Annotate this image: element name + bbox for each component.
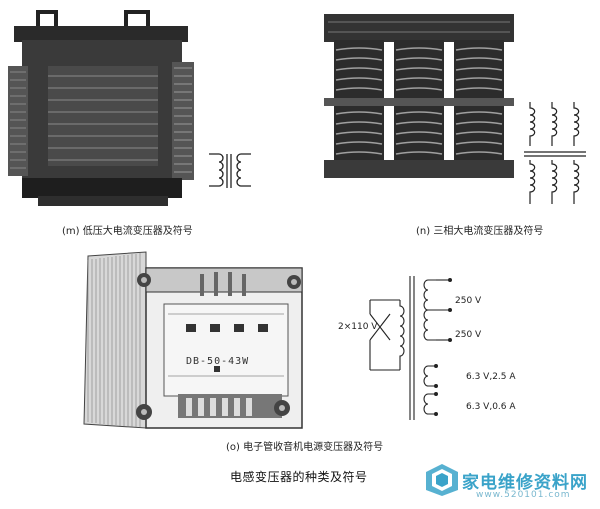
three-phase-transformer-symbol [522,100,590,210]
low-voltage-transformer-symbol [205,150,255,194]
label-heater-2-5a: 6.3 V,2.5 A [466,372,516,382]
low-voltage-transformer-photo [8,6,194,210]
tube-radio-transformer-symbol [340,270,490,430]
watermark-url: www.520101.com [476,490,571,500]
label-heater-0-6a: 6.3 V,0.6 A [466,402,516,412]
figure-caption: 电感变压器的种类及符号 [230,470,368,484]
watermark-logo-icon [424,462,460,496]
panel-n-caption: (n) 三相大电流变压器及符号 [416,226,544,237]
panel-o-caption: (o) 电子管收音机电源变压器及符号 [226,442,384,453]
watermark-text: 家电维修资料网 [462,473,588,493]
nameplate-text: DB-50-43W [186,356,250,367]
panel-m-caption: (m) 低压大电流变压器及符号 [62,226,193,237]
label-primary-voltage: 2×110 V [338,322,378,332]
three-phase-transformer-photo [318,6,522,184]
label-secondary-250v-2: 250 V [455,330,482,340]
label-secondary-250v-1: 250 V [455,296,482,306]
tube-radio-transformer-photo: DB-50-43W [74,248,306,432]
